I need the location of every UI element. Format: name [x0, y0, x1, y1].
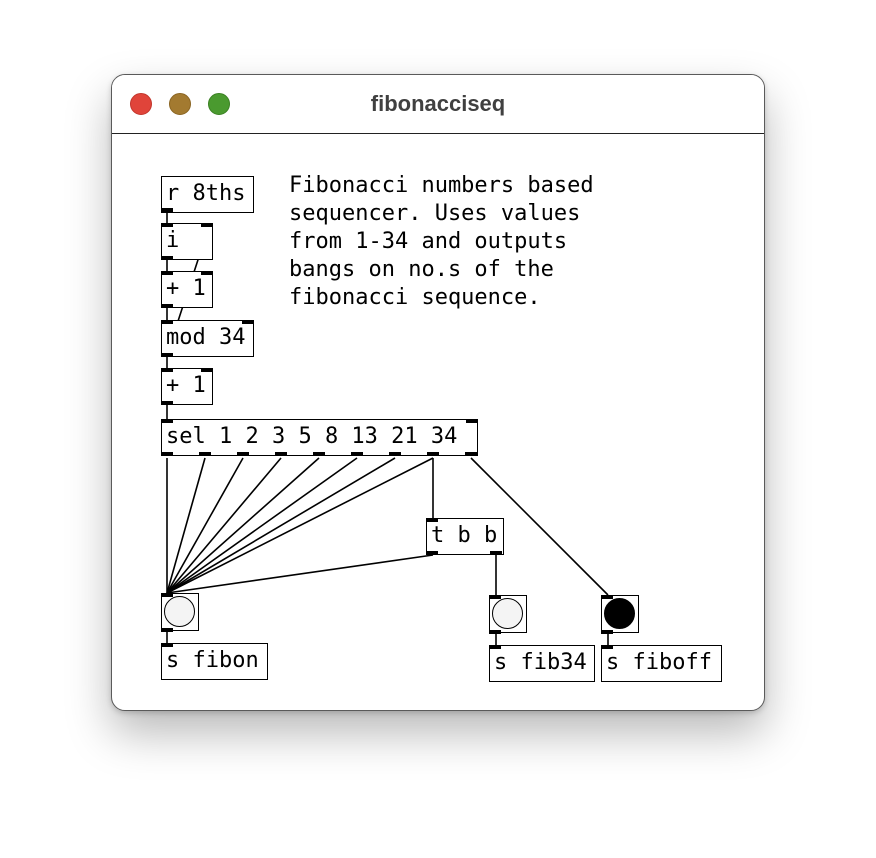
outlet-port — [465, 452, 477, 456]
patch-window: fibonacciseq — [111, 74, 765, 711]
inlet-port — [601, 595, 613, 599]
object-s-fiboff[interactable]: s fiboff — [601, 645, 722, 682]
object-t-b-b[interactable]: t b b — [426, 518, 504, 555]
object-r-8ths[interactable]: r 8ths — [161, 176, 254, 213]
inlet-port — [201, 368, 213, 372]
inlet-port — [201, 223, 213, 227]
inlet-port — [466, 419, 478, 423]
bang-fib34[interactable] — [489, 595, 527, 633]
patch-canvas[interactable]: Fibonacci numbers based sequencer. Uses … — [112, 75, 764, 710]
inlet-port — [161, 419, 173, 423]
object-i[interactable]: i — [161, 223, 213, 260]
object-s-fibon[interactable]: s fibon — [161, 643, 268, 680]
outlet-port — [161, 208, 173, 212]
cord-sel-2 — [166, 457, 244, 594]
minimize-icon[interactable] — [169, 93, 191, 115]
cord-sel-6 — [166, 457, 396, 594]
inlet-port — [161, 593, 173, 597]
cord-tbb-left — [166, 554, 434, 594]
outlet-port — [161, 452, 173, 456]
inlet-port — [242, 320, 254, 324]
outlet-port — [426, 551, 438, 555]
object-mod-34[interactable]: mod 34 — [161, 320, 254, 357]
bang-fibon[interactable] — [161, 593, 199, 631]
outlet-port — [161, 628, 173, 632]
inlet-port — [161, 368, 173, 372]
inlet-port — [161, 271, 173, 275]
inlet-port — [426, 518, 438, 522]
window-title: fibonacciseq — [370, 91, 506, 116]
inlet-port — [201, 271, 213, 275]
outlet-port — [351, 452, 363, 456]
bang-circle-icon — [164, 596, 195, 627]
cord-sel-1 — [166, 457, 206, 594]
outlet-port — [313, 452, 325, 456]
cord-sel-4 — [166, 457, 320, 594]
outlet-port — [490, 551, 502, 555]
bang-circle-icon — [604, 598, 635, 629]
object-sel[interactable]: sel 1 2 3 5 8 13 21 34 — [161, 419, 478, 456]
outlet-port — [161, 353, 173, 357]
outlet-port — [275, 452, 287, 456]
patch-comment: Fibonacci numbers based sequencer. Uses … — [289, 173, 594, 310]
outlet-port — [389, 452, 401, 456]
inlet-port — [489, 595, 501, 599]
title-bar[interactable]: fibonacciseq — [112, 75, 764, 134]
object-plus-1-b[interactable]: + 1 — [161, 368, 213, 405]
outlet-port — [489, 630, 501, 634]
bang-fiboff[interactable] — [601, 595, 639, 633]
inlet-port — [601, 645, 613, 649]
outlet-port — [601, 630, 613, 634]
outlet-port — [161, 401, 173, 405]
inlet-port — [161, 643, 173, 647]
cord-sel-reject — [470, 457, 609, 596]
outlet-port — [237, 452, 249, 456]
zoom-icon[interactable] — [208, 93, 230, 115]
close-icon[interactable] — [130, 93, 152, 115]
cord-sel-5 — [166, 457, 358, 594]
bang-circle-icon — [492, 598, 523, 629]
cord-sel-3 — [166, 457, 282, 594]
cord-sel-7a — [166, 457, 434, 594]
inlet-port — [489, 645, 501, 649]
inlet-port — [161, 320, 173, 324]
object-plus-1-a[interactable]: + 1 — [161, 271, 213, 308]
inlet-port — [161, 223, 173, 227]
outlet-port — [199, 452, 211, 456]
object-s-fib34[interactable]: s fib34 — [489, 645, 595, 682]
outlet-port — [427, 452, 439, 456]
outlet-port — [161, 256, 173, 260]
outlet-port — [161, 304, 173, 308]
